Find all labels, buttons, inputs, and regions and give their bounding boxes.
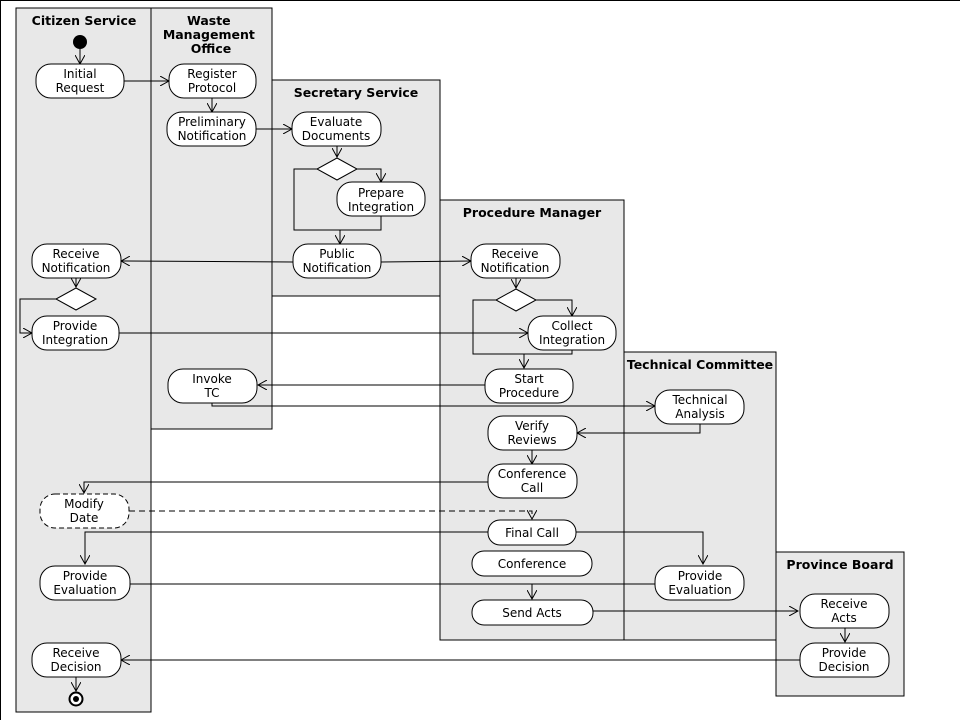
flow-prepare-to-public: [340, 216, 382, 244]
svg-text:Final Call: Final Call: [505, 526, 559, 540]
lane-title-procedure-manager: Procedure Manager: [463, 205, 602, 220]
flow-conference-call-to-modify-date: [84, 481, 488, 493]
lane-title-secretary-service: Secretary Service: [294, 85, 419, 100]
decision-secretary-integration: [315, 157, 359, 181]
flow-technical-analysis-to-verify: [577, 423, 701, 433]
svg-text:Conference: Conference: [498, 557, 567, 571]
decision-procedure-integration: [494, 288, 538, 312]
lane-citizen-service: Citizen Service: [15, 7, 152, 713]
flow-modify-date-to-final-call: [129, 511, 532, 519]
flow-citizen-decision-to-provide: [19, 298, 56, 333]
flow-public-to-receive-pm: [380, 261, 471, 262]
flow-pm-decision-to-collect: [536, 299, 572, 316]
svg-text:Send Acts: Send Acts: [502, 606, 562, 620]
lane-title-technical-committee: Technical Committee: [627, 357, 773, 372]
lane-title-waste-management-office: Waste Management Office: [163, 13, 259, 56]
flow-pm-decision-bypass: [472, 299, 524, 355]
activity-final-call: Final Call: [487, 519, 577, 546]
lane-title-province-board: Province Board: [786, 557, 893, 572]
flow-public-to-receive-citizen: [121, 261, 294, 262]
final-node: [68, 691, 84, 707]
flow-collect-to-start: [524, 349, 573, 368]
flow-decision-bypass-secretary: [293, 168, 340, 231]
activity-conference: Conference: [471, 550, 593, 577]
flow-final-call-to-provide-eval-citizen: [85, 531, 488, 564]
control-flows: [19, 49, 845, 691]
flow-final-call-to-provide-eval-tc: [576, 531, 703, 564]
decision-citizen-integration: [54, 287, 98, 311]
activity-send-acts: Send Acts: [471, 599, 594, 626]
initial-node: [73, 35, 87, 49]
lane-title-citizen-service: Citizen Service: [32, 13, 137, 28]
flow-decision-to-prepare: [357, 168, 381, 182]
